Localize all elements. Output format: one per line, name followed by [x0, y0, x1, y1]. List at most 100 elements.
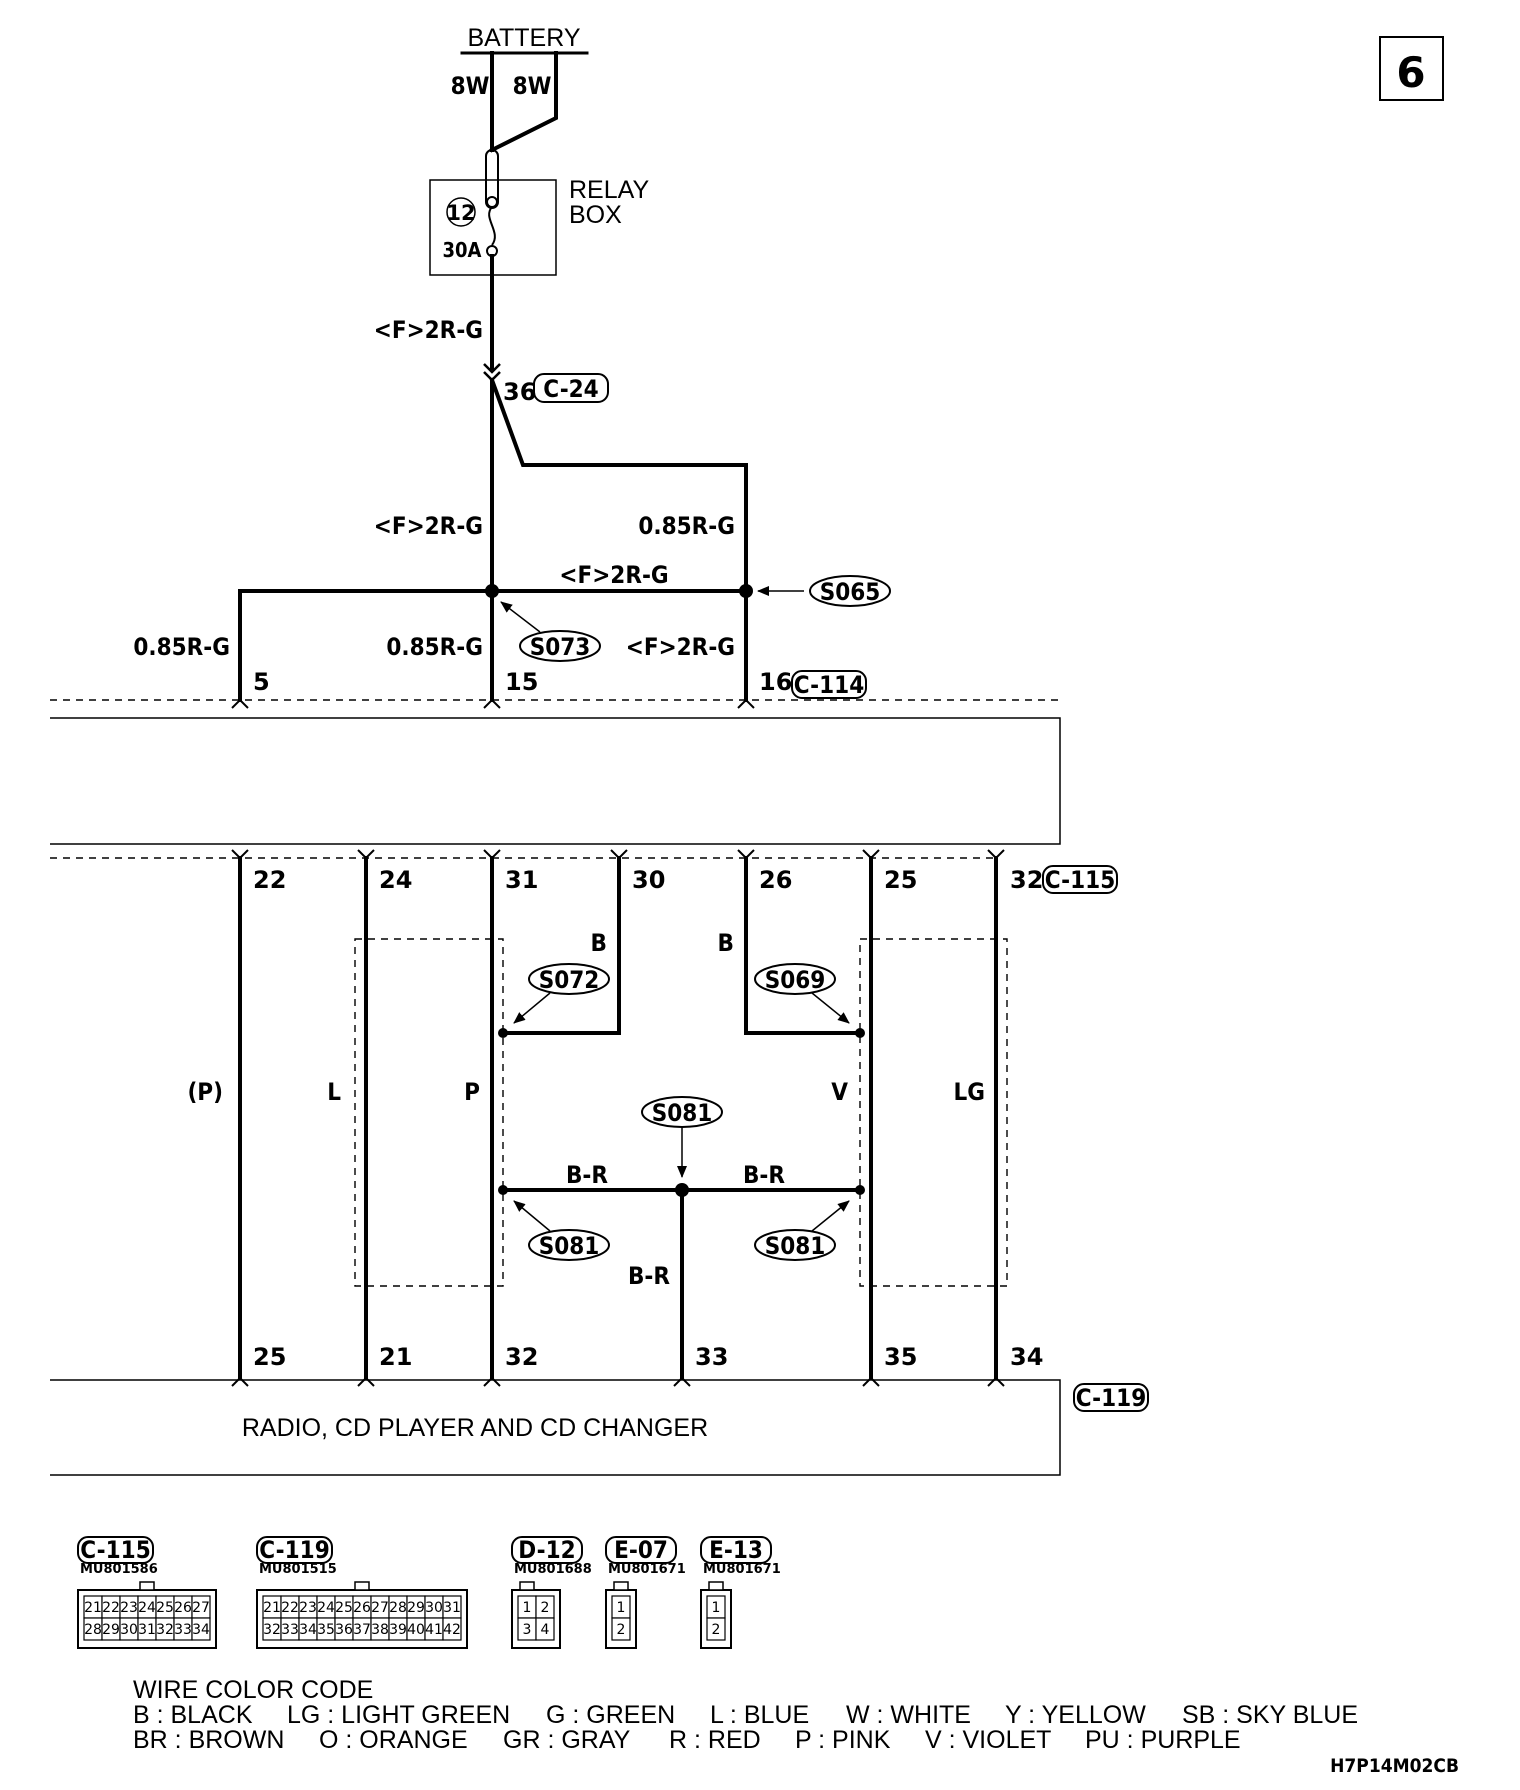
connector-view-pin-number: 27 — [192, 1600, 210, 1616]
connector-c24-tag: C-24 — [533, 373, 609, 403]
connector-view-pin-number: 21 — [84, 1600, 102, 1616]
c115-pin-26: 26 — [759, 866, 792, 894]
s069-label: S069 — [765, 966, 826, 994]
connector-view-pin-number: 30 — [425, 1600, 443, 1616]
page-number-box: 6 — [1379, 36, 1444, 101]
legend-title: WIRE COLOR CODE — [133, 1676, 373, 1704]
connector-view-e-07-tag — [605, 1536, 677, 1564]
c115-pin-22: 22 — [253, 866, 286, 894]
connector-c115-tag: C-115 — [1042, 865, 1118, 894]
c24-name: C-24 — [543, 375, 598, 403]
splice-s072-dot — [498, 1028, 508, 1038]
connector-view-latch — [519, 1581, 535, 1591]
c114-name: C-114 — [794, 671, 864, 699]
splice-s081-left-dot — [498, 1185, 508, 1195]
wire-l-label: L — [327, 1078, 341, 1106]
connector-view-cavity — [191, 1617, 211, 1641]
wire-bus-label: <F>2R-G — [559, 561, 668, 589]
splice-s069-tag: S069 — [754, 963, 850, 1024]
page-number: 6 — [1396, 48, 1425, 97]
junction-block — [50, 717, 1061, 845]
connector-view-pin-number: 22 — [281, 1600, 299, 1616]
connector-c119-tag: C-119 — [1073, 1383, 1149, 1412]
wire-p-label: P — [464, 1078, 480, 1106]
connector-view-latch — [139, 1581, 155, 1591]
relay-box-label-1: RELAY — [569, 176, 649, 204]
connector-view-pin-number: 38 — [371, 1622, 389, 1638]
connector-view-name: E-13 — [709, 1536, 763, 1564]
shield-left — [354, 938, 504, 1287]
connector-view-c-119-tag — [256, 1536, 333, 1564]
c119-name: C-119 — [1076, 1384, 1146, 1412]
radio-unit-block — [50, 1379, 1061, 1476]
wire-c114-16-label: <F>2R-G — [626, 633, 735, 661]
connector-view-pin-number: 24 — [317, 1600, 335, 1616]
connector-view-pin-number: 26 — [353, 1600, 371, 1616]
splice-s081-left-tag: S081 — [513, 1200, 610, 1261]
connector-view-pin-number: 37 — [353, 1622, 371, 1638]
legend-o: O : ORANGE — [319, 1726, 468, 1754]
fuse-icon — [485, 149, 499, 257]
splice-s073-tag: S073 — [500, 601, 601, 662]
wire-br-down-label: B-R — [628, 1262, 670, 1290]
connector-view-pin-number: 31 — [443, 1600, 461, 1616]
c114-pin-15: 15 — [505, 668, 538, 696]
s073-label: S073 — [530, 633, 591, 661]
connector-view-cavity — [706, 1617, 726, 1641]
s081-right-label: S081 — [765, 1232, 826, 1260]
connector-view-name: E-07 — [614, 1536, 668, 1564]
radio-unit-label: RADIO, CD PLAYER AND CD CHANGER — [242, 1414, 708, 1442]
connector-view-pin-number: 23 — [120, 1600, 138, 1616]
c114-pin-16: 16 — [759, 668, 792, 696]
wire-c114-5-label: 0.85R-G — [133, 633, 230, 661]
connector-view-cavity — [611, 1617, 631, 1641]
connector-view-pin-number: 34 — [192, 1622, 210, 1638]
wire-b-right-label: B — [718, 929, 734, 957]
c119-pin-34: 34 — [1010, 1343, 1043, 1371]
connector-view-pin-number: 35 — [317, 1622, 335, 1638]
wire-b-right — [744, 856, 862, 1035]
legend-pu: PU : PURPLE — [1085, 1726, 1241, 1754]
connector-view-cavity — [442, 1617, 462, 1641]
wire-br-right-label: B-R — [743, 1161, 785, 1189]
connector-view-pin-number: 42 — [443, 1622, 461, 1638]
c24-pin-36: 36 — [503, 378, 536, 406]
wire-b-left — [501, 856, 621, 1035]
legend-g: G : GREEN — [546, 1701, 675, 1729]
connector-view-pin-number: 31 — [138, 1622, 156, 1638]
connector-view-pin-number: 25 — [156, 1600, 174, 1616]
connector-view-e-13-tag — [700, 1536, 772, 1564]
connector-view-pin-number: 28 — [84, 1622, 102, 1638]
c114-pin-marks — [231, 698, 755, 709]
legend-br: BR : BROWN — [133, 1726, 284, 1754]
connector-view-pin-number: 2 — [541, 1600, 550, 1616]
legend-p: P : PINK — [795, 1726, 891, 1754]
connector-view-name: C-115 — [80, 1536, 150, 1564]
connector-view-pin-number: 1 — [523, 1600, 532, 1616]
connector-view-name: C-119 — [259, 1536, 329, 1564]
connector-view-part-number: MU801515 — [259, 1562, 337, 1577]
connector-view-latch — [354, 1581, 370, 1591]
c119-pin-35: 35 — [884, 1343, 917, 1371]
splice-s072-tag: S072 — [513, 963, 610, 1024]
c119-pin-marks — [231, 1376, 1005, 1387]
connector-view-pin-number: 1 — [617, 1600, 626, 1616]
wire-c114-15-label: 0.85R-G — [386, 633, 483, 661]
legend-lg: LG : LIGHT GREEN — [287, 1701, 510, 1729]
connector-view-pin-number: 39 — [389, 1622, 407, 1638]
connector-view-pin-number: 4 — [541, 1622, 550, 1638]
fuse-rating: 30A — [443, 238, 482, 262]
connector-view-pin-number: 32 — [263, 1622, 281, 1638]
legend-gr: GR : GRAY — [503, 1726, 631, 1754]
c115-pin-31: 31 — [505, 866, 538, 894]
legend-sb: SB : SKY BLUE — [1182, 1701, 1358, 1729]
connector-view-pin-number: 41 — [425, 1622, 443, 1638]
s072-label: S072 — [539, 966, 600, 994]
s081-top-label: S081 — [652, 1099, 713, 1127]
connector-c114-tag: C-114 — [791, 670, 867, 699]
connector-view-pin-number: 33 — [281, 1622, 299, 1638]
connector-view-part-number: MU801671 — [703, 1562, 781, 1577]
battery-label: BATTERY — [468, 24, 581, 52]
splice-s073-dot — [485, 584, 499, 598]
